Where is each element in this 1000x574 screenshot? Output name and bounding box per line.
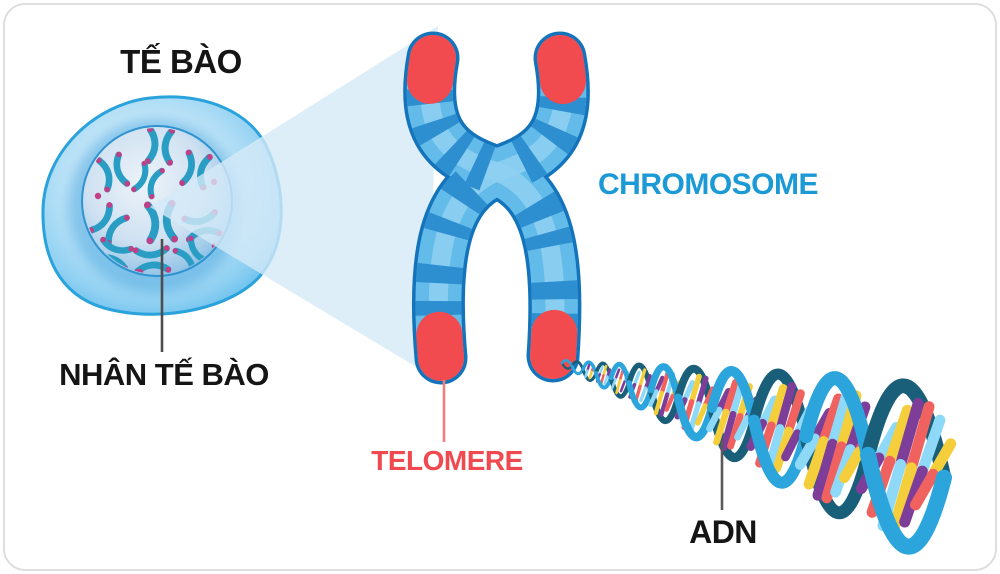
telomere-label: TELOMERE [371,445,523,476]
chromosome-label: CHROMOSOME [598,168,819,201]
dna-helix [560,359,957,555]
zoom-beam [150,26,438,374]
nucleus-label: NHÂN TẾ BÀO [59,357,269,392]
chromatid-right-bands [415,53,587,360]
cell-label: TẾ BÀO [120,43,242,80]
chromosome-illustration [403,31,590,385]
dna-label: ADN [689,514,757,550]
